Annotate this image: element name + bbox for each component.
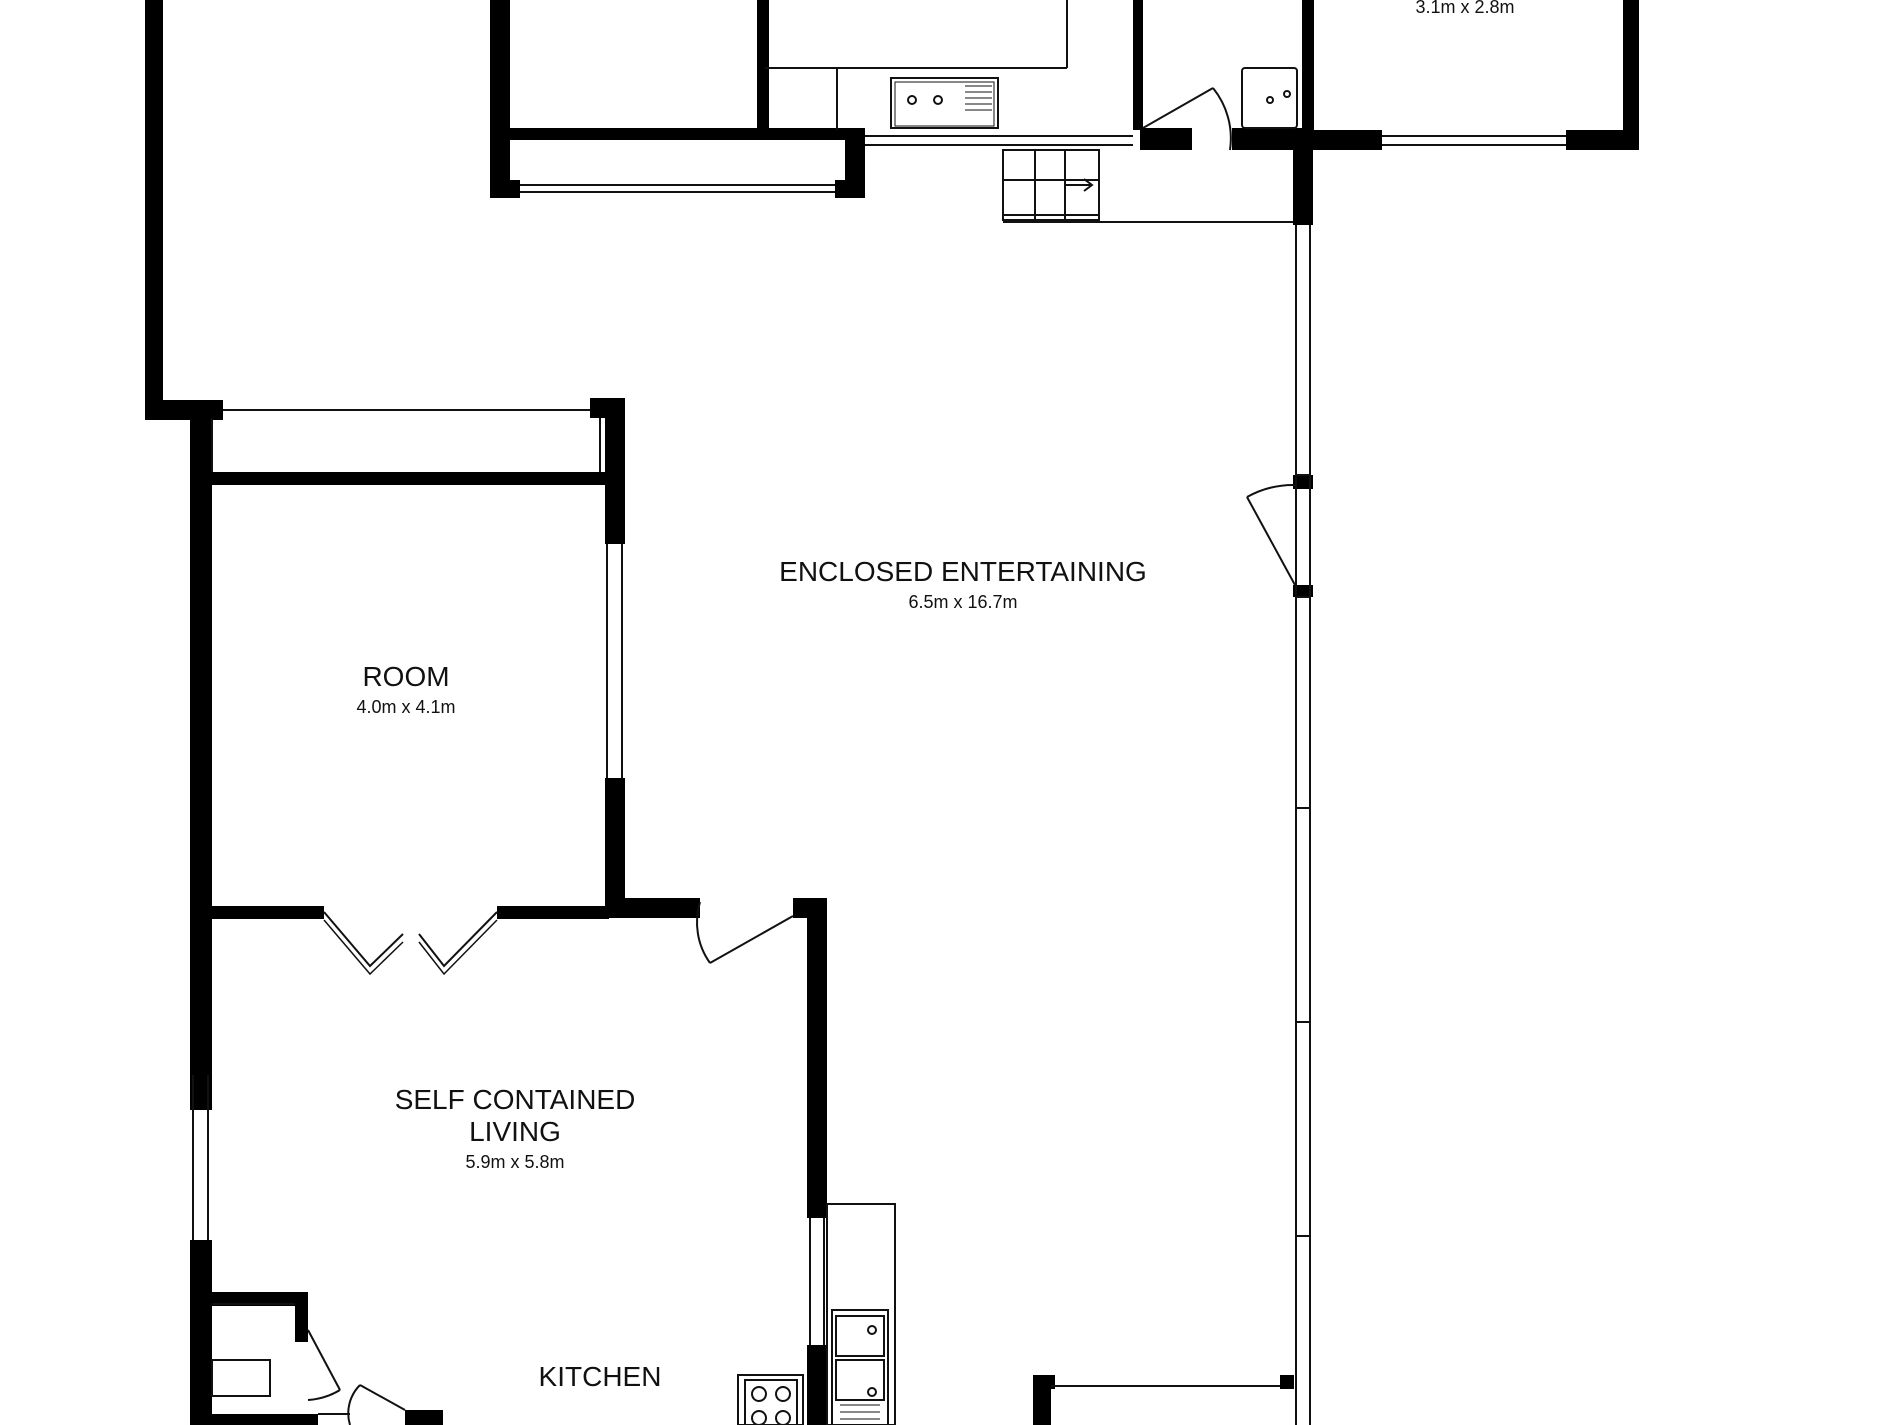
wall-bottom-sq2 — [1280, 1375, 1294, 1389]
wall-top-a — [490, 0, 510, 198]
wall-right-post-b — [1293, 585, 1313, 597]
self-contained-living-name-line1: SELF CONTAINED — [395, 1084, 636, 1115]
wall-living-top-c — [605, 898, 700, 918]
wall-bottom-sq — [1033, 1375, 1055, 1389]
wall-top-e — [1623, 0, 1639, 150]
wall-room-right-a — [605, 398, 625, 544]
wall-left-outer — [145, 0, 163, 418]
wall-top-d — [1302, 0, 1314, 130]
wall-top-sq1 — [490, 180, 520, 198]
wall-top-h1 — [505, 128, 865, 140]
wall-living-top-a — [208, 906, 324, 919]
wall-right-post-a — [1293, 475, 1313, 489]
self-contained-living-name-line2: LIVING — [469, 1116, 561, 1147]
lines — [192, 0, 1566, 1425]
wall-top-post — [1293, 140, 1313, 225]
wall-bath-low — [208, 1414, 318, 1425]
wall-top-h6 — [1566, 130, 1639, 150]
wall-living-right-b — [807, 898, 827, 1218]
wall-bath-side — [295, 1292, 308, 1342]
wall-left-main — [190, 400, 212, 1110]
wall-top-h5 — [1302, 130, 1382, 150]
wall-left-lower — [190, 1240, 212, 1425]
wall-room-mid — [208, 472, 608, 485]
wall-top-h3 — [1140, 128, 1192, 150]
wall-top-h4 — [1232, 128, 1304, 150]
wall-bath-low2 — [405, 1410, 443, 1425]
kitchen-name: KITCHEN — [539, 1361, 662, 1392]
self-contained-living-dimensions: 5.9m x 5.8m — [465, 1152, 564, 1172]
enclosed-entertaining-dimensions: 6.5m x 16.7m — [908, 592, 1017, 612]
wall-bath-top — [208, 1292, 308, 1306]
wall-living-right-c — [807, 1345, 827, 1425]
wall-top-b — [757, 0, 769, 130]
wall-living-top-b — [497, 906, 609, 919]
walls — [145, 0, 1639, 1425]
room-dimensions: 4.0m x 4.1m — [356, 697, 455, 717]
room-labels: 3.1m x 2.8m ENCLOSED ENTERTAINING 6.5m x… — [356, 0, 1514, 1392]
top-right-room-dimensions: 3.1m x 2.8m — [1415, 0, 1514, 17]
room-name: ROOM — [362, 661, 449, 692]
enclosed-entertaining-name: ENCLOSED ENTERTAINING — [779, 556, 1147, 587]
wall-top-sq2 — [835, 180, 865, 198]
wall-top-c — [1133, 0, 1143, 130]
wall-room-right-b — [605, 778, 625, 908]
